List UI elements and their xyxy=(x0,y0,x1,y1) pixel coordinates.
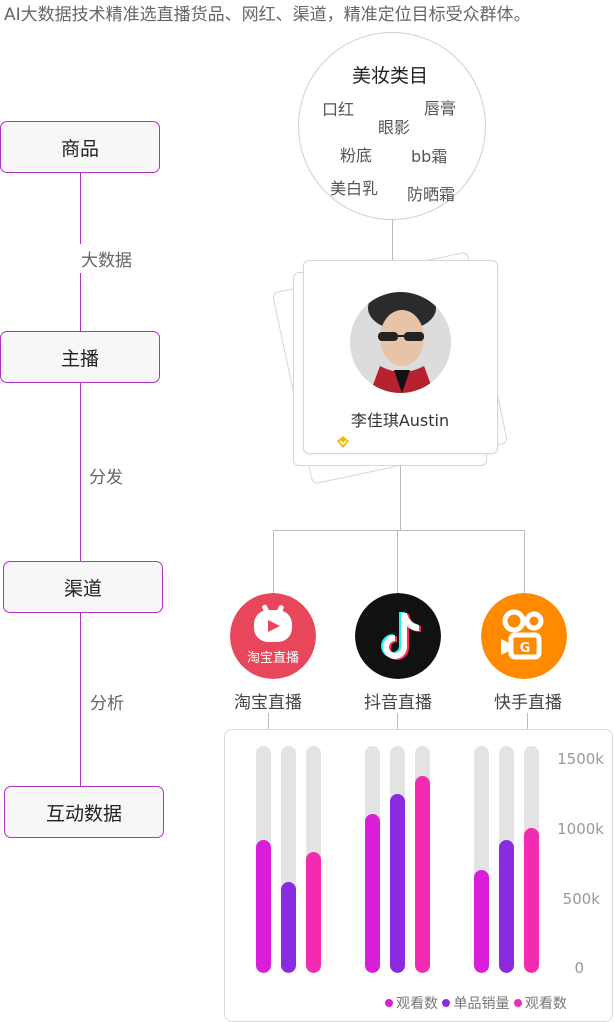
bar[interactable] xyxy=(281,882,296,973)
connector-line xyxy=(397,530,398,595)
edge-label-distribute: 分发 xyxy=(87,461,125,490)
anchor-avatar xyxy=(350,292,451,393)
headline: AI大数据技术精准选直播货品、网红、渠道，精准定位目标受众群体。 xyxy=(4,5,531,25)
y-tick-label: 1500k xyxy=(557,750,604,768)
y-tick-label: 1000k xyxy=(557,820,604,838)
legend-dot xyxy=(513,999,522,1007)
legend-item[interactable]: 观看数 xyxy=(385,996,438,1012)
bar[interactable] xyxy=(415,776,430,973)
channel-label-douyin: 抖音直播 xyxy=(364,693,432,713)
legend-label: 观看数 xyxy=(396,996,438,1012)
connector-line xyxy=(273,530,274,595)
bar[interactable] xyxy=(390,794,405,973)
verified-badge-icon xyxy=(336,434,350,453)
connector-line xyxy=(400,465,401,530)
category-tag: 口红 xyxy=(322,100,355,119)
bar[interactable] xyxy=(474,870,489,973)
flow-node-interaction-data[interactable]: 互动数据 xyxy=(4,786,164,838)
connector-line xyxy=(527,713,528,730)
bar-track xyxy=(415,746,430,973)
douyin-live-icon[interactable] xyxy=(355,593,441,679)
channel-label-taobao: 淘宝直播 xyxy=(234,693,302,713)
bar[interactable] xyxy=(365,814,380,973)
flow-node-anchor[interactable]: 主播 xyxy=(0,331,160,383)
svg-text:G: G xyxy=(520,641,531,656)
bar[interactable] xyxy=(524,827,539,973)
legend-dot xyxy=(442,999,451,1007)
channel-label-kuaishou: 快手直播 xyxy=(494,693,562,713)
flow-node-channel[interactable]: 渠道 xyxy=(3,561,163,613)
bar-track xyxy=(499,746,514,973)
bar-track xyxy=(365,746,380,973)
legend-item[interactable]: 观看数 xyxy=(513,996,567,1012)
y-tick-label: 0 xyxy=(574,959,584,977)
kuaishou-live-icon[interactable]: G xyxy=(481,593,567,679)
chart-legend: 观看数 单品销量 观看数 xyxy=(385,993,567,1013)
taobao-icon-text: 淘宝直播 xyxy=(247,651,299,666)
bar-track xyxy=(474,746,489,973)
bar-track xyxy=(306,746,321,973)
category-tag: 防晒霜 xyxy=(407,185,456,204)
category-tag: bb霜 xyxy=(411,147,448,166)
category-tag: 唇膏 xyxy=(424,99,457,118)
y-tick-label: 500k xyxy=(562,890,600,908)
bar-track xyxy=(256,746,271,973)
taobao-live-icon[interactable]: 淘宝直播 xyxy=(230,593,316,679)
category-title: 美妆类目 xyxy=(352,65,429,87)
connector-line xyxy=(397,713,398,730)
legend-item[interactable]: 单品销量 xyxy=(442,996,509,1012)
category-tag: 粉底 xyxy=(340,146,373,165)
connector-line xyxy=(268,713,269,730)
edge-label-analyze: 分析 xyxy=(88,687,126,716)
edge-label-big-data: 大数据 xyxy=(79,244,134,273)
category-tag: 眼影 xyxy=(378,118,411,137)
bar[interactable] xyxy=(306,851,321,973)
flow-node-goods[interactable]: 商品 xyxy=(0,121,160,173)
bar-track xyxy=(524,746,539,973)
anchor-name: 李佳琪Austin xyxy=(350,411,450,430)
legend-dot xyxy=(385,999,393,1007)
connector-line xyxy=(524,530,525,595)
bar-track xyxy=(390,746,405,973)
category-circle xyxy=(298,32,486,220)
bar-track xyxy=(281,746,296,973)
bar[interactable] xyxy=(499,839,514,973)
flow-connector xyxy=(80,172,81,788)
connector-line xyxy=(392,219,393,261)
connector-line xyxy=(273,530,525,531)
legend-label: 观看数 xyxy=(524,996,567,1012)
legend-label: 单品销量 xyxy=(453,996,510,1012)
category-tag: 美白乳 xyxy=(330,179,379,198)
bar[interactable] xyxy=(256,839,271,973)
